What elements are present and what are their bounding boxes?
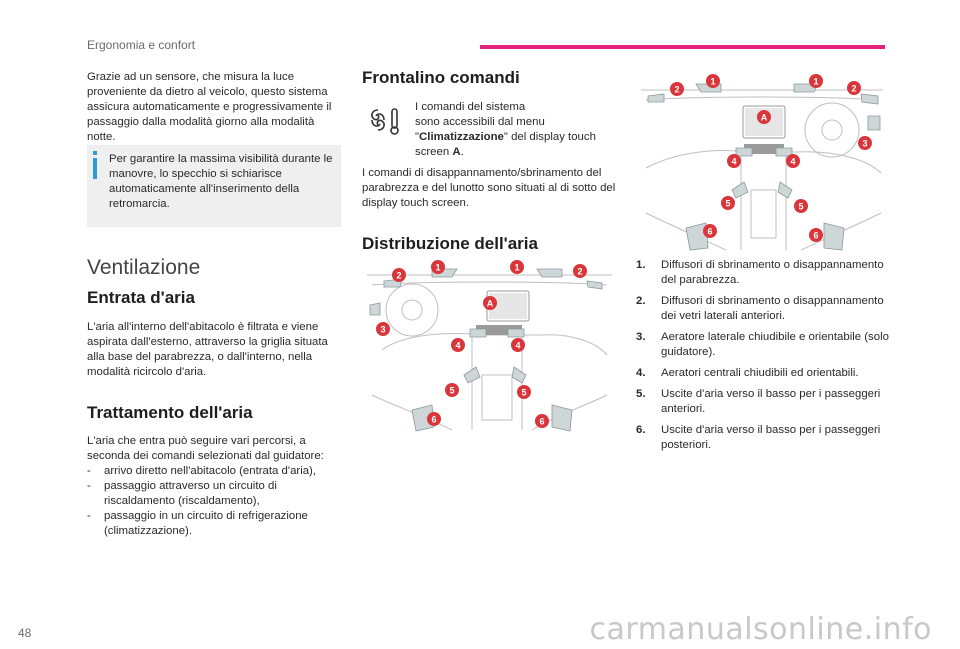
badge-1: 1 [514, 263, 519, 273]
list-item: 1.Diffusori di sbrinamento o disappannam… [636, 259, 884, 286]
intro-paragraph: Grazie ad un sensore, che misura la luce… [87, 71, 332, 143]
badge-1: 1 [813, 77, 818, 87]
frontalino-text: I comandi del sistema sono accessibili d… [415, 101, 596, 158]
list-item: 4.Aeratori centrali chiudibili ed orient… [636, 367, 859, 379]
entrata-title: Entrata d'aria [87, 288, 195, 307]
badge-2: 2 [396, 271, 401, 281]
badge-1: 1 [435, 263, 440, 273]
badge-5: 5 [521, 388, 526, 398]
trattamento-intro: L'aria che entra può seguire vari percor… [87, 435, 324, 462]
badge-3: 3 [380, 325, 385, 335]
badge-6: 6 [431, 415, 436, 425]
badge-a: A [487, 299, 494, 309]
badge-6: 6 [813, 231, 818, 241]
info-text: Per garantire la massima visibilità dura… [109, 153, 333, 210]
badge-6: 6 [707, 227, 712, 237]
ventilazione-title: Ventilazione [87, 256, 201, 279]
badge-5: 5 [449, 386, 454, 396]
badge-3: 3 [862, 139, 867, 149]
watermark: carmanualsonline.info [589, 612, 932, 647]
distribuzione-title: Distribuzione dell'aria [362, 234, 538, 253]
frontalino-paragraph: I comandi di disappannamento/sbrinamento… [362, 167, 616, 209]
entrata-text: L'aria all'interno dell'abitacolo è filt… [87, 321, 328, 378]
list-item: -passaggio in un circuito di refrigerazi… [87, 510, 308, 537]
badge-a: A [761, 113, 768, 123]
legend-list: 1.Diffusori di sbrinamento o disappannam… [636, 258, 896, 459]
air-distribution-diagram: 1 1 2 2 3 A 4 4 5 5 6 6 [362, 255, 617, 435]
badge-5: 5 [798, 202, 803, 212]
badge-1: 1 [710, 77, 715, 87]
badge-4: 4 [455, 341, 460, 351]
list-item: -arrivo diretto nell'abitacolo (entrata … [87, 465, 317, 477]
badge-4: 4 [515, 341, 520, 351]
info-box [87, 145, 341, 227]
list-item: 5.Uscite d'aria verso il basso per i pas… [636, 388, 881, 415]
badge-5: 5 [725, 199, 730, 209]
frontalino-title: Frontalino comandi [362, 68, 520, 87]
badge-2: 2 [851, 84, 856, 94]
list-item: -passaggio attraverso un circuito di ris… [87, 480, 277, 507]
info-icon [93, 151, 97, 179]
badge-4: 4 [790, 157, 795, 167]
air-distribution-diagram-rhd: 1 1 2 2 3 A 4 4 5 5 6 6 [636, 68, 888, 253]
badge-2: 2 [674, 85, 679, 95]
list-item: 6.Uscite d'aria verso il basso per i pas… [636, 424, 881, 451]
list-item: 3.Aeratore laterale chiudibile e orienta… [636, 331, 889, 358]
badge-4: 4 [731, 157, 736, 167]
section-title: Ergonomia e confort [87, 38, 196, 52]
header-accent-bar [480, 45, 885, 49]
list-item: 2.Diffusori di sbrinamento o disappannam… [636, 295, 884, 322]
trattamento-text: L'aria che entra può seguire vari percor… [87, 434, 342, 539]
badge-6: 6 [539, 417, 544, 427]
trattamento-title: Trattamento dell'aria [87, 403, 253, 422]
badge-2: 2 [577, 267, 582, 277]
fan-temperature-icon [371, 108, 399, 135]
page-number: 48 [18, 626, 32, 640]
